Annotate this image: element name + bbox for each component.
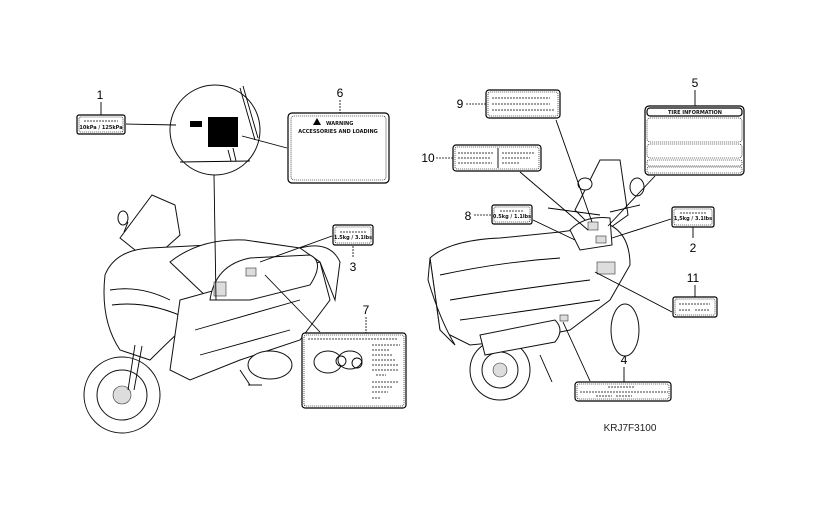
callout-9[interactable]: 9 [457, 89, 593, 223]
label-text: 1.5kg / 3.1lbs [334, 235, 372, 241]
callout-1[interactable]: 1 10kPa / 125kPa [76, 88, 177, 135]
callout-3[interactable]: 1.5kg / 3.1lbs 3 [259, 224, 374, 274]
callout-number: 4 [621, 353, 628, 367]
detail-magnifier [169, 84, 261, 301]
callout-number: 8 [465, 209, 472, 223]
callout-4[interactable]: 4 [562, 321, 672, 402]
callout-2[interactable]: 1,5kg / 3.1lbs 2 [611, 206, 715, 255]
callout-6[interactable]: 6 WARNING ACCESSORIES AND LOADING [241, 86, 390, 184]
callout-number: 2 [690, 241, 697, 255]
label-text: 0.5kg / 1.1lbs [493, 214, 531, 220]
callout-7[interactable]: 7 [264, 274, 407, 409]
label-text: 10kPa / 125kPa [79, 125, 122, 131]
label-text: TIRE INFORMATION [668, 110, 722, 116]
callout-number: 6 [337, 86, 344, 100]
diagram-code: KRJ7F3100 [604, 423, 657, 434]
label-text: 1,5kg / 3.1lbs [674, 216, 712, 222]
label-text-lines [308, 338, 400, 399]
right-scooter-illustration [427, 159, 645, 401]
callout-number: 5 [692, 76, 699, 90]
label-warning-text: WARNING [326, 121, 353, 127]
callout-number: 3 [350, 260, 357, 274]
label-text: ACCESSORIES AND LOADING [298, 129, 378, 135]
callout-8[interactable]: 8 0.5kg / 1.1lbs [465, 204, 576, 241]
callout-number: 11 [687, 271, 700, 285]
label-location-marker [208, 117, 238, 147]
callout-number: 1 [97, 88, 104, 102]
callout-number: 9 [457, 97, 464, 111]
callout-5[interactable]: 5 TIRE INFORMATION [607, 76, 745, 227]
warning-triangle-icon [313, 118, 321, 125]
callout-10[interactable]: 10 [421, 144, 589, 231]
scooter-schematic-icon [313, 350, 363, 374]
callout-number: 10 [421, 151, 435, 165]
callout-number: 7 [363, 303, 370, 317]
callout-11[interactable]: 11 [594, 271, 718, 318]
